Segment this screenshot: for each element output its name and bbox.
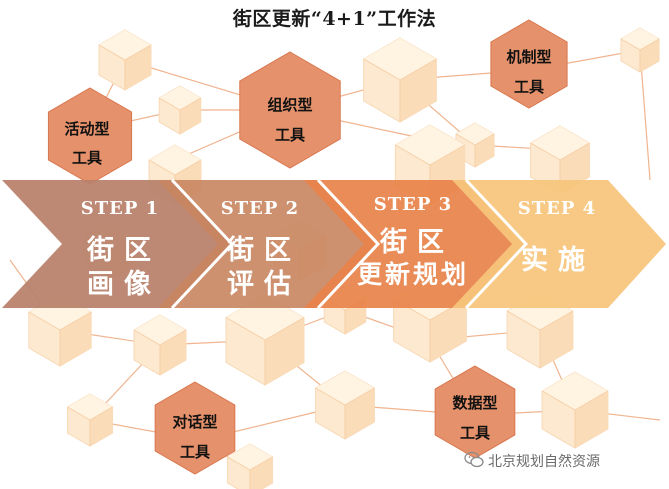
step-2-name-line2: 评估: [227, 269, 301, 300]
background-cube-14: [506, 291, 574, 369]
background-cube-15: [66, 393, 114, 447]
dialogue-tool-hexagon: [154, 381, 236, 475]
step-3-label: STEP 3: [373, 194, 453, 215]
data-tool-label: 数据型: [452, 394, 498, 412]
background-cube-2: [158, 85, 202, 135]
activity-tool-sublabel: 工具: [71, 149, 102, 167]
step-4-chevron: [452, 180, 666, 308]
dialogue-tool-label: 对话型: [172, 413, 218, 431]
background-cube-4: [363, 37, 437, 123]
step-4-label: STEP 4: [517, 198, 597, 219]
watermark-text: 北京规划自然资源: [488, 454, 600, 470]
tool-hexagons: [47, 19, 568, 475]
background-cube-18: [226, 443, 274, 489]
step-3-name: 街区: [380, 227, 454, 258]
step-1-name-line2: 画像: [87, 269, 161, 300]
organization-tool-label: 组织型: [267, 96, 313, 114]
background-cube-11: [225, 294, 305, 386]
diagram-title: 街区更新“4+1”工作法: [232, 8, 437, 30]
background-cube-8: [620, 27, 660, 73]
step-chevrons: [2, 180, 666, 308]
background-cube-17: [541, 371, 609, 449]
organization-tool-hexagon: [239, 51, 341, 169]
step-4-name: 实施: [521, 245, 595, 276]
mechanism-tool-sublabel: 工具: [513, 78, 544, 96]
background-cube-16: [315, 370, 375, 440]
mechanism-tool-label: 机制型: [506, 48, 552, 66]
organization-tool-sublabel: 工具: [274, 126, 305, 144]
background-cube-5: [455, 122, 495, 168]
chevron-separators: [170, 178, 529, 310]
step-2-chevron: [158, 180, 378, 308]
background-cube-9: [28, 293, 92, 367]
step-1-name: 街区: [87, 235, 161, 266]
step-1-chevron: [2, 180, 232, 308]
step-2-name: 街区: [227, 235, 301, 266]
wechat-icon: [464, 451, 484, 468]
background-cube-1: [98, 29, 152, 91]
step-3-chevron: [304, 180, 526, 308]
activity-tool-label: 活动型: [64, 120, 110, 138]
data-tool-sublabel: 工具: [459, 424, 490, 442]
background-cube-10: [133, 314, 187, 376]
step-3-name-line2: 更新规划: [356, 260, 469, 289]
dialogue-tool-sublabel: 工具: [179, 443, 210, 461]
mechanism-tool-hexagon: [490, 19, 568, 109]
background-cube-6: [530, 125, 590, 195]
step-2-label: STEP 2: [220, 198, 300, 219]
step-1-label: STEP 1: [80, 198, 160, 219]
